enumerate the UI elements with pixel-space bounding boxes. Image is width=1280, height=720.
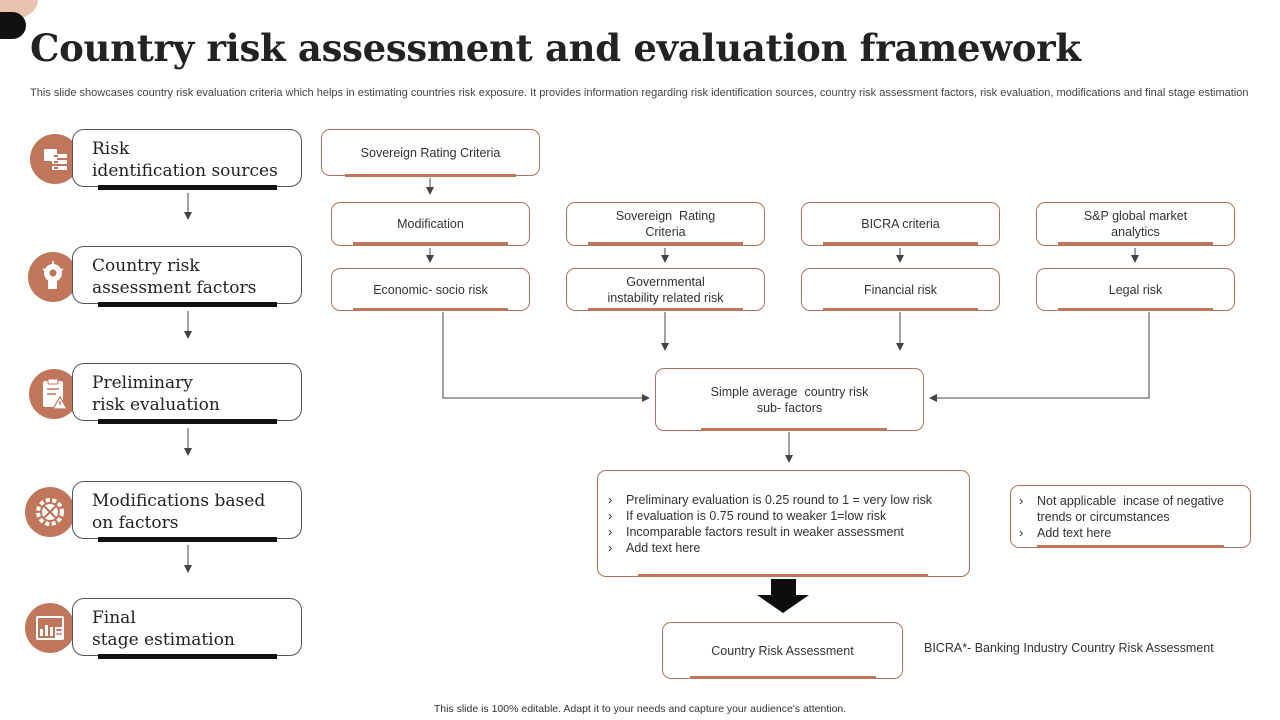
node-country-risk-assessment: Country Risk Assessment bbox=[662, 622, 903, 679]
brain-gear-icon bbox=[28, 252, 78, 302]
evaluation-item: If evaluation is 0.75 round to weaker 1=… bbox=[608, 508, 932, 524]
node-simple-average: Simple average country risk sub- factors bbox=[655, 368, 924, 431]
node-label: Legal risk bbox=[1108, 282, 1163, 297]
node-label: Modification bbox=[397, 217, 464, 231]
node-label: Sovereign Rating Criteria bbox=[615, 209, 716, 239]
node-label: Financial risk bbox=[864, 282, 937, 297]
step-assessment-factors: Country risk assessment factors bbox=[72, 246, 302, 307]
clipboard-warning-icon bbox=[29, 369, 79, 419]
node-underline bbox=[588, 242, 743, 245]
side-note-list: Not applicable incase of negative trends… bbox=[1019, 493, 1224, 541]
node-underline bbox=[690, 676, 876, 679]
node-underline bbox=[823, 242, 978, 245]
database-icon bbox=[30, 134, 80, 184]
node-label: Sovereign Rating Criteria bbox=[360, 145, 501, 160]
node-label: Country Risk Assessment bbox=[711, 643, 854, 658]
footer-note: This slide is 100% editable. Adapt it to… bbox=[433, 703, 847, 715]
node-label: Economic- socio risk bbox=[373, 282, 488, 297]
node-label: Governmental instability related risk bbox=[607, 274, 724, 305]
step-underline bbox=[98, 302, 277, 307]
step-underline bbox=[98, 654, 277, 659]
step-label: Country risk assessment factors bbox=[92, 256, 257, 298]
evaluation-list: Preliminary evaluation is 0.25 round to … bbox=[608, 492, 932, 556]
side-note-item: Add text here bbox=[1019, 525, 1224, 541]
node-underline bbox=[701, 428, 887, 431]
node-modification: Modification bbox=[331, 202, 530, 246]
page-title: Country risk assessment and evaluation f… bbox=[30, 26, 1081, 70]
corner-decoration-dark bbox=[0, 12, 26, 39]
node-underline bbox=[353, 242, 508, 245]
step-underline bbox=[98, 185, 277, 190]
tools-gear-icon bbox=[25, 487, 75, 537]
node-underline bbox=[588, 308, 743, 311]
step-underline bbox=[98, 419, 277, 424]
evaluation-box: Preliminary evaluation is 0.25 round to … bbox=[597, 470, 970, 577]
calculator-chart-icon bbox=[25, 603, 75, 653]
step-modifications: Modifications based on factors bbox=[72, 481, 302, 542]
node-underline bbox=[1037, 545, 1224, 548]
node-bicra-criteria: BICRA criteria bbox=[801, 202, 1000, 246]
node-governmental-risk: Governmental instability related risk bbox=[566, 268, 765, 311]
evaluation-item: Add text here bbox=[608, 540, 932, 556]
side-note-item: Not applicable incase of negative trends… bbox=[1019, 493, 1224, 525]
node-underline bbox=[353, 308, 508, 311]
node-financial-risk: Financial risk bbox=[801, 268, 1000, 311]
node-sp-global: S&P global market analytics bbox=[1036, 202, 1235, 246]
step-risk-identification: Risk identification sources bbox=[72, 129, 302, 190]
node-economic-risk: Economic- socio risk bbox=[331, 268, 530, 311]
step-underline bbox=[98, 537, 277, 542]
node-underline bbox=[823, 308, 978, 311]
step-label: Final stage estimation bbox=[92, 608, 235, 650]
node-sovereign-rating-top: Sovereign Rating Criteria bbox=[321, 129, 540, 176]
step-preliminary-evaluation: Preliminary risk evaluation bbox=[72, 363, 302, 424]
evaluation-item: Preliminary evaluation is 0.25 round to … bbox=[608, 492, 932, 508]
big-down-arrow bbox=[757, 579, 809, 613]
node-underline bbox=[638, 574, 928, 577]
page-subtitle: This slide showcases country risk evalua… bbox=[30, 87, 1249, 99]
step-label: Risk identification sources bbox=[92, 139, 278, 181]
node-label: S&P global market analytics bbox=[1083, 209, 1188, 239]
node-sovereign-rating: Sovereign Rating Criteria bbox=[566, 202, 765, 246]
node-underline bbox=[1058, 308, 1213, 311]
node-legal-risk: Legal risk bbox=[1036, 268, 1235, 311]
step-label: Preliminary risk evaluation bbox=[92, 373, 220, 415]
node-label: BICRA criteria bbox=[861, 217, 940, 231]
bicra-footnote: BICRA*- Banking Industry Country Risk As… bbox=[924, 641, 1214, 655]
node-label: Simple average country risk sub- factors bbox=[710, 384, 869, 415]
node-underline bbox=[345, 174, 516, 177]
side-note-box: Not applicable incase of negative trends… bbox=[1010, 485, 1251, 548]
step-label: Modifications based on factors bbox=[92, 491, 266, 533]
evaluation-item: Incomparable factors result in weaker as… bbox=[608, 524, 932, 540]
step-final-estimation: Final stage estimation bbox=[72, 598, 302, 659]
node-underline bbox=[1058, 242, 1213, 245]
